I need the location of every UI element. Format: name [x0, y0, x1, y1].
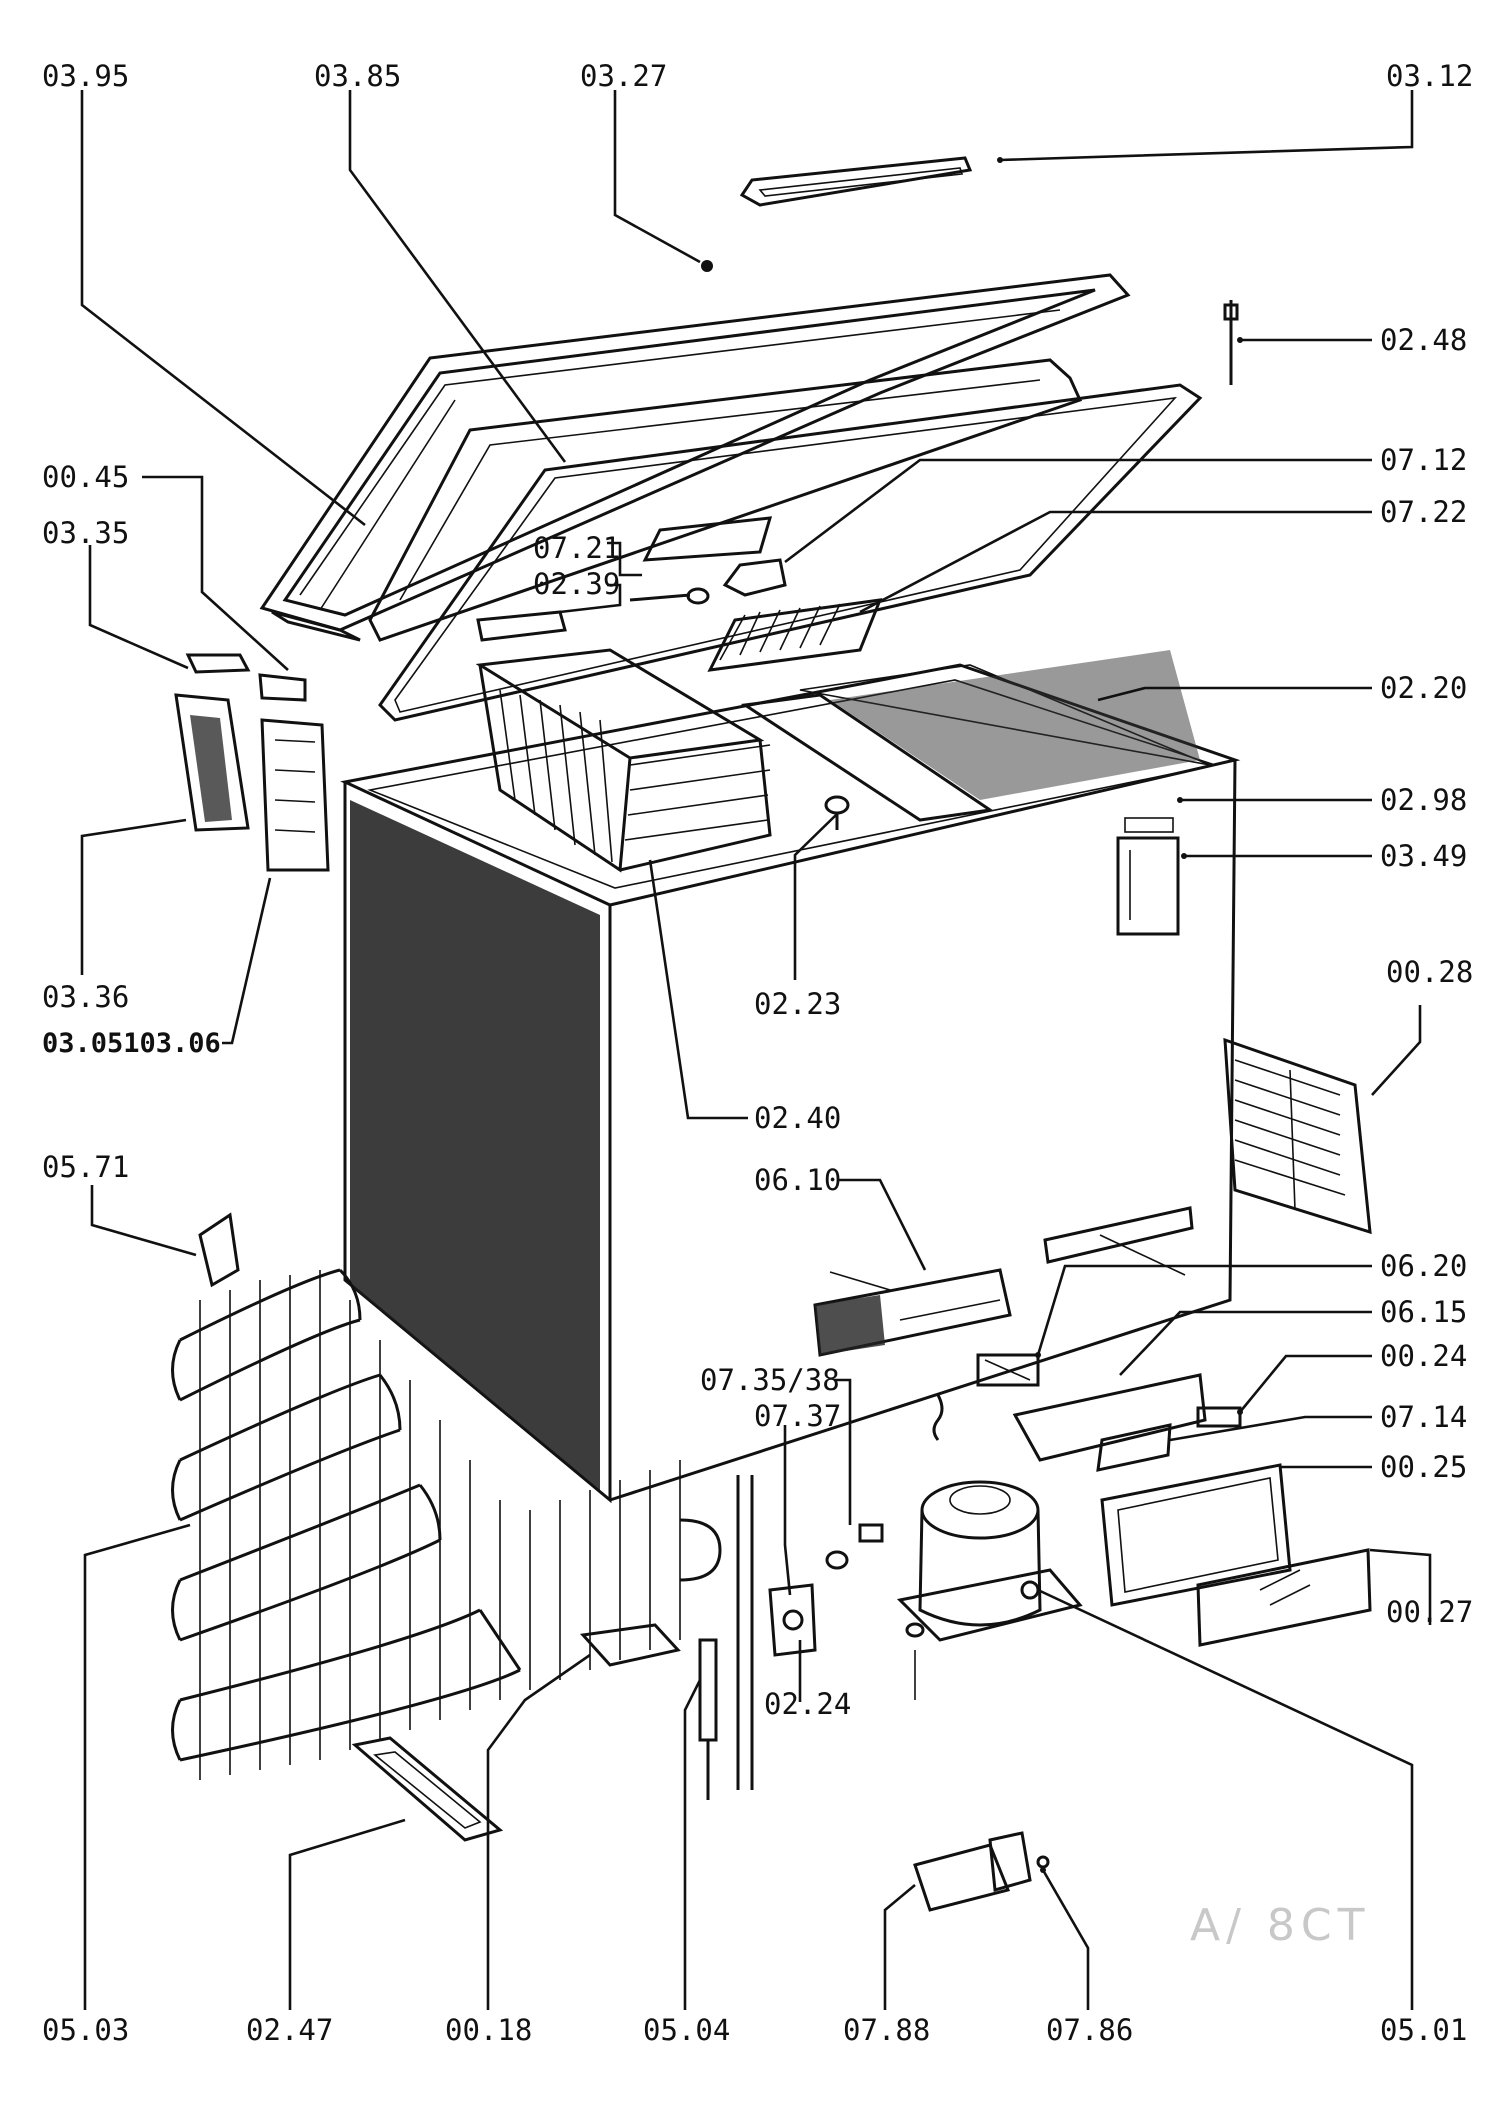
- label-03-85: 03.85: [314, 59, 402, 93]
- lid-gasket: [378, 383, 1203, 722]
- label-02-24: 02.24: [764, 1687, 852, 1721]
- label-02-23: 02.23: [754, 987, 842, 1021]
- label-07-86: 07.86: [1046, 2013, 1134, 2047]
- hinge-parts: [174, 653, 330, 872]
- label-02-48: 02.48: [1380, 323, 1468, 357]
- refrigerant-pipes: [698, 1475, 754, 1800]
- drain-plug: [824, 795, 850, 830]
- condenser-coil: [171, 1268, 722, 1780]
- label-07-22: 07.22: [1380, 495, 1468, 529]
- compressor: [896, 1480, 1083, 1642]
- small-fittings: [768, 1394, 944, 1700]
- rear-grille: [1223, 1037, 1372, 1235]
- freezer-cabinet: [340, 650, 1241, 1504]
- label-05-71: 05.71: [42, 1150, 130, 1184]
- label-02-40: 02.40: [754, 1101, 842, 1135]
- label-00-18: 00.18: [445, 2013, 533, 2047]
- mounting-brackets: [351, 1623, 681, 1842]
- label-07-12: 07.12: [1380, 443, 1468, 477]
- label-02-20: 02.20: [1380, 671, 1468, 705]
- thermostat-probe-part: [1223, 300, 1239, 385]
- label-00-25: 00.25: [1380, 1450, 1468, 1484]
- label-00-24: 00.24: [1380, 1339, 1468, 1373]
- label-00-28: 00.28: [1386, 955, 1474, 989]
- label-07-37: 07.37: [754, 1399, 842, 1433]
- label-07-35-38: 07.35/38: [700, 1363, 840, 1397]
- label-05-04: 05.04: [643, 2013, 731, 2047]
- control-panel-bracket: [1116, 817, 1180, 936]
- evaporator-tray: [813, 1268, 1012, 1357]
- control-housing-parts: [1012, 1373, 1372, 1647]
- label-03-05-03-06: 03.05103.06: [42, 1028, 221, 1059]
- label-02-47: 02.47: [246, 2013, 334, 2047]
- cabinet-slot: [1043, 1206, 1194, 1276]
- label-07-88: 07.88: [843, 2013, 931, 2047]
- label-05-03: 05.03: [42, 2013, 130, 2047]
- label-06-10: 06.10: [754, 1163, 842, 1197]
- clip-part: [198, 1212, 240, 1288]
- label-05-01: 05.01: [1380, 2013, 1468, 2047]
- screw-part: [701, 260, 713, 272]
- leader-lines: [80, 90, 1432, 2010]
- label-07-21: 07.21: [533, 531, 621, 565]
- lid-handle-part: [739, 156, 973, 207]
- label-03-36: 03.36: [42, 980, 130, 1014]
- freezer-lid: [259, 273, 1131, 642]
- lid-switch-parts: [476, 516, 883, 672]
- label-03-27: 03.27: [580, 59, 668, 93]
- start-relay-parts: [913, 1831, 1050, 1912]
- label-02-98: 02.98: [1380, 783, 1468, 817]
- label-06-15: 06.15: [1380, 1295, 1468, 1329]
- label-03-35: 03.35: [42, 516, 130, 550]
- label-03-49: 03.49: [1380, 839, 1468, 873]
- watermark: A/ 8CT: [1190, 1900, 1371, 1951]
- label-07-14: 07.14: [1380, 1400, 1468, 1434]
- label-00-27: 00.27: [1386, 1595, 1474, 1629]
- relay-part: [976, 1353, 1040, 1387]
- label-03-12: 03.12: [1386, 59, 1474, 93]
- label-02-39: 02.39: [533, 567, 621, 601]
- label-06-20: 06.20: [1380, 1249, 1468, 1283]
- wire-basket: [475, 648, 772, 873]
- label-00-45: 00.45: [42, 460, 130, 494]
- leader-end-dots: [997, 157, 1243, 1873]
- label-03-95: 03.95: [42, 59, 130, 93]
